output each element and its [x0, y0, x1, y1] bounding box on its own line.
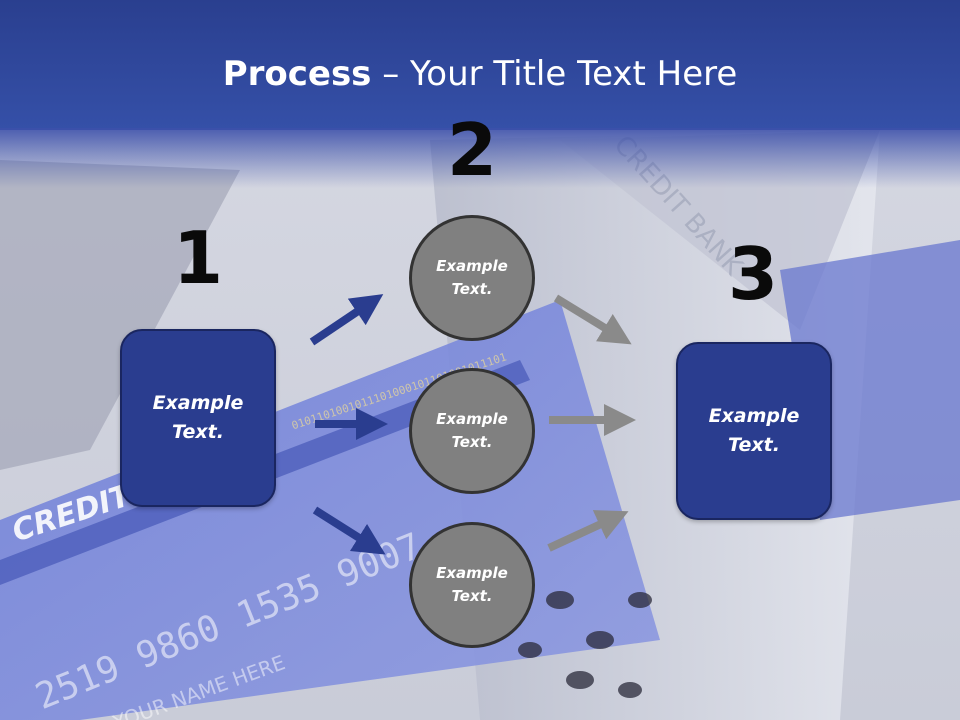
step-number-2: 2	[446, 108, 498, 192]
arrow-to-circle-1	[309, 294, 384, 346]
step-number-1: 1	[172, 216, 224, 300]
right-box-text: Example Text.	[708, 405, 800, 456]
circle-1-text: Example Text.	[436, 257, 508, 298]
arrow-to-circle-3	[312, 506, 386, 555]
right-process-box: Example Text.	[676, 342, 832, 520]
left-process-box: Example Text.	[120, 329, 276, 507]
title-bar	[0, 0, 960, 130]
title-fade	[0, 128, 960, 188]
process-circle-3: Example Text.	[409, 522, 535, 648]
title-rest-part: – Your Title Text Here	[371, 54, 738, 94]
circle-2-text: Example Text.	[436, 410, 508, 451]
left-box-text: Example Text.	[152, 392, 244, 443]
title-bold-part: Process	[222, 54, 372, 94]
process-circle-1: Example Text.	[409, 215, 535, 341]
arrow-from-circle-3	[547, 510, 629, 552]
process-circle-2: Example Text.	[409, 368, 535, 494]
page-title: Process – Your Title Text Here	[0, 52, 960, 96]
circle-3-text: Example Text.	[436, 564, 508, 605]
arrow-from-circle-1	[553, 294, 632, 345]
step-number-3: 3	[727, 232, 779, 316]
